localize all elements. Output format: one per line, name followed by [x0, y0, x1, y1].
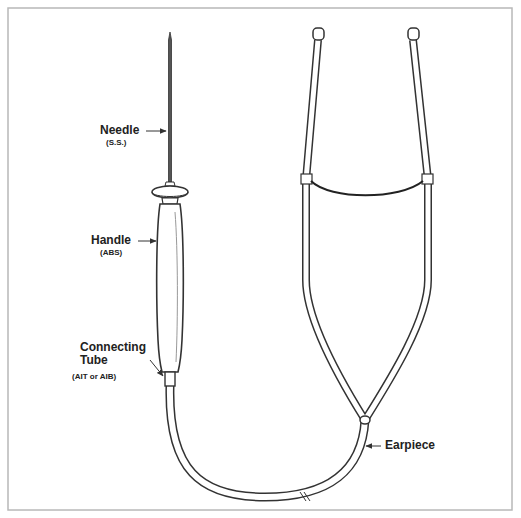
leader-line — [150, 360, 163, 376]
part-name: Handle — [91, 234, 131, 247]
handle-shade — [175, 212, 177, 362]
spring — [311, 181, 423, 195]
knob-rim — [152, 192, 188, 197]
leader-line — [138, 241, 156, 242]
y-junction — [360, 416, 370, 424]
connecting-tube — [165, 372, 175, 386]
ear-tubes — [306, 40, 428, 420]
ear-tip — [408, 28, 419, 40]
part-name: Earpiece — [385, 439, 435, 452]
part-name: Connecting Tube — [80, 341, 146, 367]
diaphragm-knob — [152, 186, 188, 198]
clip — [301, 174, 312, 184]
leader-line — [146, 131, 166, 132]
ear-tip — [313, 28, 324, 40]
rubber-tube — [170, 386, 365, 497]
handle — [157, 204, 184, 372]
needle — [169, 32, 172, 182]
part-name: Needle — [100, 124, 139, 137]
material-note: (AIT or AIB) — [72, 373, 116, 382]
handle-neck — [162, 198, 178, 204]
leader-line — [366, 446, 381, 447]
break-mark — [300, 492, 310, 501]
clip — [422, 174, 433, 184]
material-note: (ABS) — [100, 249, 122, 258]
frame — [8, 8, 512, 510]
material-note: (S.S.) — [106, 139, 126, 148]
